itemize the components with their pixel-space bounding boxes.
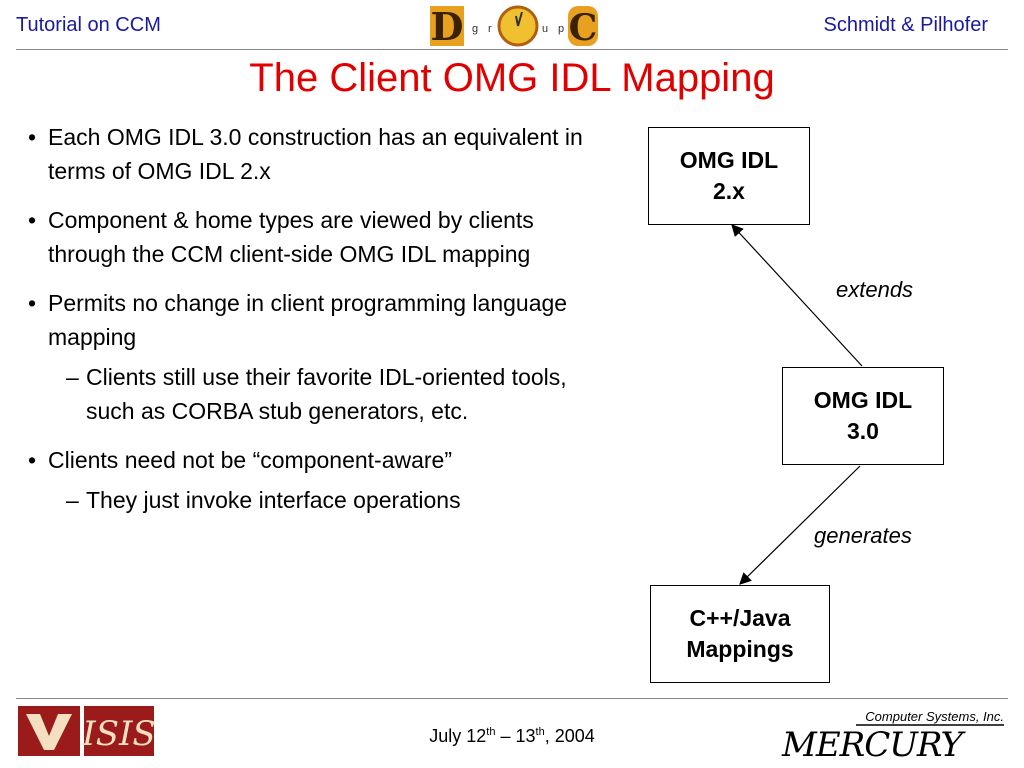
mercury-wordmark: MERCURY: [781, 725, 966, 762]
node-cpp-java-mappings: C++/Java Mappings: [650, 585, 830, 683]
header-authors: Schmidt & Pilhofer: [823, 14, 988, 36]
header-course-title: Tutorial on CCM: [16, 14, 161, 36]
mercury-tagline: Computer Systems, Inc.: [865, 709, 1004, 724]
date-end: – 13: [495, 726, 536, 746]
logo-letter-r: r: [488, 23, 492, 35]
date-start: July 12: [429, 726, 487, 746]
edge-label-generates: generates: [814, 523, 912, 548]
sub-bullet-text: They just invoke interface operations: [86, 487, 461, 513]
bullet-text: Permits no change in client programming …: [48, 290, 568, 350]
logo-c-block: [568, 6, 598, 46]
edge-label-extends: extends: [836, 277, 914, 302]
doc-group-logo: D g r u p C: [430, 4, 598, 48]
node-omg-idl-2x: OMG IDL 2.x: [648, 127, 810, 225]
footer-divider: [16, 698, 1008, 699]
mercury-logo: Computer Systems, Inc. MERCURY: [781, 709, 1004, 762]
sub-bullet-marker: –: [66, 364, 79, 390]
logo-letter-g: g: [472, 23, 478, 35]
bullet-marker: •: [28, 207, 37, 233]
header-divider: [16, 49, 1008, 50]
sub-bullet-item: – They just invoke interface operations: [28, 483, 588, 517]
bullet-text: Component & home types are viewed by cli…: [48, 207, 534, 267]
generates-arrow: [739, 465, 861, 585]
sub-bullet-marker: –: [66, 487, 79, 513]
slide-title: The Client OMG IDL Mapping: [249, 56, 775, 100]
date-year: , 2004: [544, 726, 595, 746]
bullet-item: • Each OMG IDL 3.0 construction has an e…: [28, 120, 588, 188]
bullet-text: Clients need not be “component-aware”: [48, 447, 453, 473]
node-label: C++/Java Mappings: [686, 605, 794, 662]
logo-letter-c: C: [569, 7, 598, 48]
sub-bullet-text: Clients still use their favorite IDL-ori…: [86, 364, 567, 424]
bullet-item: • Clients need not be “component-aware”: [28, 443, 588, 477]
bullet-item: • Permits no change in client programmin…: [28, 286, 588, 354]
footer-date: July 12th – 13th, 2004: [0, 726, 1024, 747]
bullet-marker: •: [28, 447, 37, 473]
logo-letter-u: u: [542, 23, 548, 35]
logo-letter-p: p: [558, 23, 564, 35]
logo-d-block: [430, 6, 464, 46]
extends-arrow: [731, 224, 863, 367]
isis-letters: ISIS: [81, 714, 154, 754]
node-label: OMG IDL 3.0: [813, 387, 913, 444]
bullet-marker: •: [28, 124, 37, 150]
date-start-suffix: th: [486, 726, 496, 738]
node-omg-idl-30: OMG IDL 3.0: [782, 367, 944, 465]
isis-logo: ISIS: [18, 706, 154, 756]
logo-letter-d: D: [431, 4, 464, 48]
sub-bullet-item: – Clients still use their favorite IDL-o…: [28, 360, 588, 428]
bullet-text: Each OMG IDL 3.0 construction has an equ…: [48, 124, 583, 184]
node-label: OMG IDL 2.x: [679, 147, 779, 204]
bullet-marker: •: [28, 290, 37, 316]
bullet-list: • Each OMG IDL 3.0 construction has an e…: [28, 120, 588, 532]
bullet-item: • Component & home types are viewed by c…: [28, 203, 588, 271]
date-end-suffix: th: [535, 726, 545, 738]
